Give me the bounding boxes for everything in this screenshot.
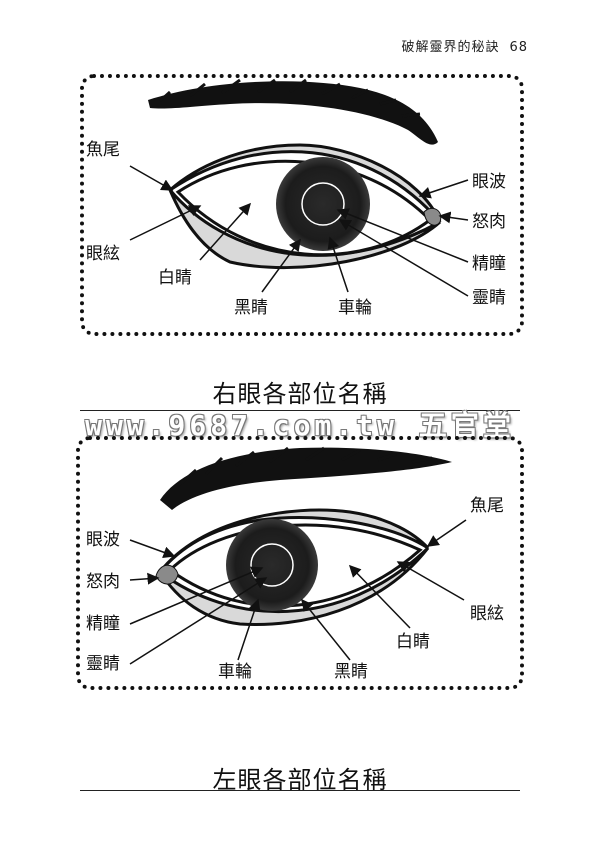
eyebrow (160, 447, 452, 510)
left-label-white: 白睛 (396, 632, 430, 652)
right-label-black: 黑睛 (234, 298, 268, 318)
bottom-rule (80, 790, 520, 791)
left-eye-caption: 左眼各部位名稱 (212, 766, 388, 794)
right-label-pupil: 精瞳 (472, 254, 506, 274)
right-eye-caption: 右眼各部位名稱 (212, 380, 388, 408)
pupil-ring (301, 182, 345, 226)
pupil-ring (250, 543, 294, 587)
running-title: 破解靈界的秘訣 (401, 40, 500, 55)
right-label-anger-flesh: 怒肉 (472, 212, 506, 232)
right-label-fish-tail: 魚尾 (86, 140, 120, 160)
right-label-spirit: 靈睛 (472, 288, 506, 308)
divider-rule (80, 410, 520, 411)
left-label-fish-tail: 魚尾 (470, 496, 504, 516)
left-label-anger-flesh: 怒肉 (86, 572, 120, 592)
right-label-white: 白睛 (158, 268, 192, 288)
right-label-wave: 眼波 (472, 172, 506, 192)
right-label-wheel: 車輪 (338, 298, 372, 318)
caruncle (155, 564, 179, 585)
left-eye-diagram-frame (76, 436, 524, 690)
page-number: 68 (509, 40, 528, 55)
eyebrow (148, 81, 438, 145)
left-label-pupil: 精瞳 (86, 614, 120, 634)
left-label-spirit: 靈睛 (86, 654, 120, 674)
right-label-eye-string: 眼絃 (86, 244, 120, 264)
left-label-black: 黑睛 (334, 662, 368, 682)
lower-lid-band (168, 189, 442, 270)
iris (226, 519, 318, 611)
left-label-eye-string: 眼絃 (470, 604, 504, 624)
upper-lid-band (169, 143, 442, 223)
right-eye-diagram-frame (80, 74, 524, 336)
left-label-wheel: 車輪 (218, 662, 252, 682)
upper-lid-band (158, 508, 430, 573)
left-label-wave: 眼波 (86, 530, 120, 550)
page-header: 破解靈界的秘訣 68 (401, 36, 528, 55)
